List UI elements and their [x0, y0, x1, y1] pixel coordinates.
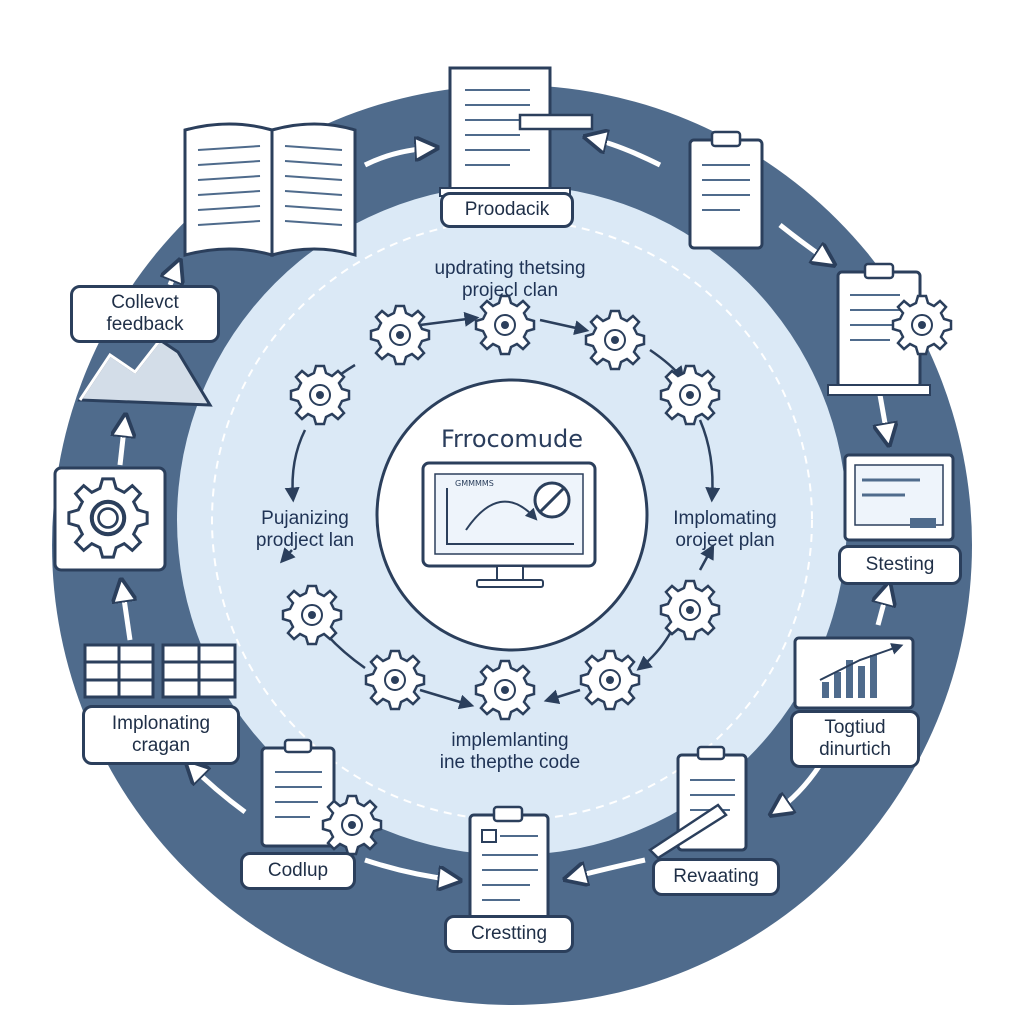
inner-label-bottom: implemlanting ine thepthe code [439, 730, 581, 773]
browser-window-icon [843, 453, 955, 542]
document-gear-icon [260, 738, 383, 856]
open-book-icon [183, 122, 357, 258]
outer-cycle-arrows [120, 138, 888, 880]
inner-label-left: Pujanizing prodject lan [255, 508, 355, 551]
label-bottom-right: Revaating [652, 858, 780, 896]
document-pencil-icon [439, 66, 594, 197]
cancel-icon [533, 481, 571, 519]
center-title: Frrocomude [441, 425, 583, 453]
inner-label-top: updrating thetsing projecl clan [434, 258, 586, 301]
label-left-feedback: Collevct feedback [70, 285, 220, 343]
label-bottom: Crestting [444, 915, 574, 953]
clipboard-icon [688, 130, 764, 250]
label-top: Proodacik [440, 192, 574, 228]
label-left-impl: Implonating cragan [82, 705, 240, 765]
label-right-tog: Togtiud dinurtich [790, 710, 920, 768]
clipboard-pen-icon [648, 745, 748, 860]
inner-label-right: Implomating orojeet plan [673, 508, 777, 551]
label-right-steps: Stesting [838, 545, 962, 585]
screen-caption: GMMMMS [455, 479, 494, 488]
table-icon [83, 643, 237, 699]
bar-chart-icon [793, 636, 915, 710]
clipboard-list-icon [468, 805, 550, 922]
inner-dashed-ring [211, 219, 813, 821]
clipboard-gear-icon [827, 262, 953, 396]
gear-box-icon [53, 466, 167, 572]
label-bottom-left: Codlup [240, 852, 356, 890]
